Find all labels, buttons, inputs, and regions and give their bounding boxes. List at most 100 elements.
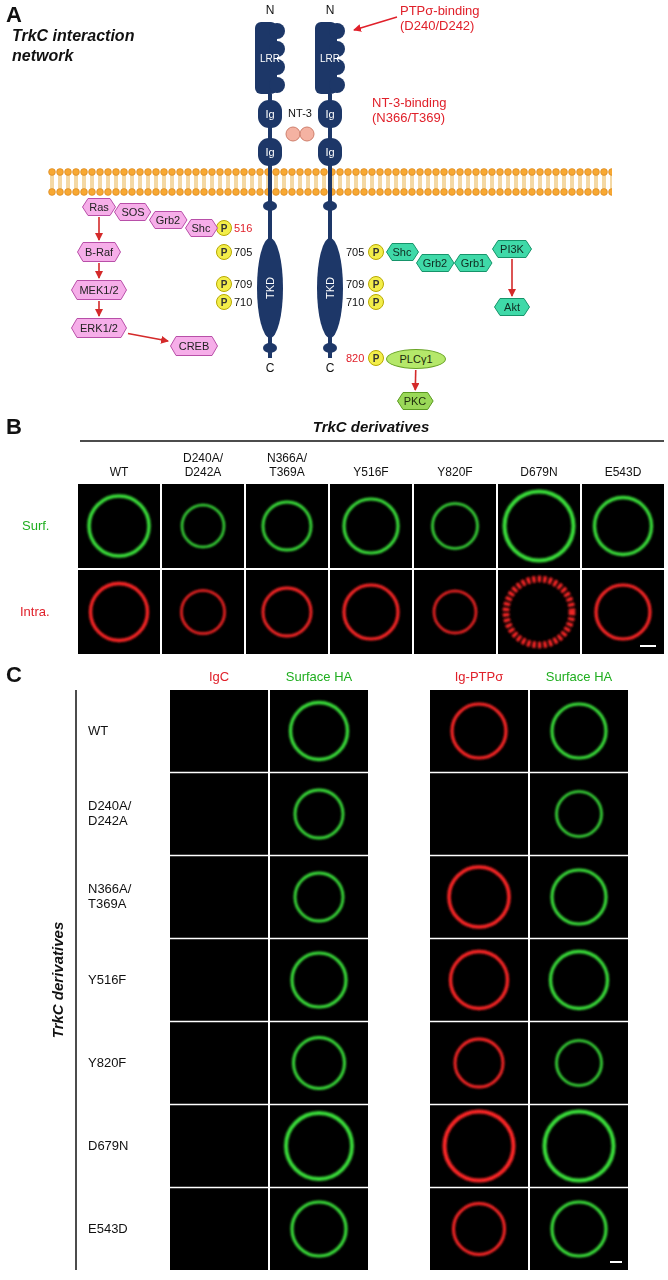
surface-signal [295,790,343,838]
row-label: E543D [88,1222,160,1237]
binding-signal [454,1204,505,1255]
micrograph [430,690,528,1270]
intracellular-signal [506,579,572,645]
micrograph-columns [170,690,628,1270]
hexagon-outline [495,299,530,316]
row-label: D240A/ D242A [88,799,160,829]
residue-number: 710 [346,296,364,309]
surface-signal [263,502,311,550]
mapk-protein: MEK1/2 [71,280,127,300]
pi3k-protein: PI3K [492,240,532,258]
mapk-protein: SOS [114,203,151,221]
intracellular-signal [181,590,224,633]
hexagon-outline [78,243,121,262]
node-text: SOS [121,206,144,218]
cell-signal [89,492,652,646]
row-label: D679N [88,1139,160,1154]
lrr-repeat [269,77,285,93]
column-label: Y820F [426,446,484,480]
residue-number: 820 [346,352,364,365]
pkc-protein: PKC [397,392,434,410]
micrograph [330,484,412,568]
signal-arrow [98,301,100,316]
surface-signal [551,952,608,1009]
ig-domain: Ig [258,100,282,128]
hexagon-outline [416,255,453,272]
node-text: PI3K [500,243,524,255]
micrograph [414,570,496,654]
binding-signal [451,952,508,1009]
residue-number: 705 [234,246,252,259]
mapk-protein: Ras [82,198,116,216]
micrograph [78,570,160,654]
node-text: Akt [504,301,520,313]
lrr-domain: LRR [315,22,345,94]
node-text: B-Raf [85,246,113,258]
micrograph [414,484,496,568]
hexagon-outline [72,281,127,300]
panel-letter: C [6,662,22,687]
node-text: ERK1/2 [80,322,118,334]
node-text: LRR [260,53,280,64]
node-text: Ig [265,108,274,120]
phospho-site: P [216,276,232,292]
panel-letter: B [6,414,22,439]
node-text: Grb2 [423,257,447,269]
phospho-site: P [368,276,384,292]
column-label: D679N [510,446,568,480]
hexagon-outline [397,393,433,410]
signal-arrow [511,259,513,296]
node-text: P [221,279,228,290]
column-label: Y516F [342,446,400,480]
pi3k-protein: Grb1 [454,254,492,272]
node-text: TKD [324,277,336,299]
c-tail-bead [263,343,277,353]
kinase-domain: TKD [257,238,283,338]
binding-signal [455,1039,503,1087]
node-text: P [373,247,380,258]
residue-number: 709 [346,278,364,291]
hexagon-outline [185,220,217,237]
surface-signal [552,1202,606,1256]
site-annotation: NT-3-binding (N366/T369) [372,96,492,126]
row-label: WT [88,724,160,739]
ig-domain: Ig [318,138,342,166]
terminus-label: C [260,362,280,376]
node-text: MEK1/2 [79,284,118,296]
signal-arrow [98,263,100,278]
c-tail-bead [323,343,337,353]
lrr-repeat [269,23,285,39]
residue-number: 516 [234,222,252,235]
header-rule [80,440,664,442]
panel-gaps [170,773,628,1188]
column-label: N366A/ T369A [258,446,316,480]
binding-signal [452,704,506,758]
phospho-site: P [368,350,384,366]
surface-signal [286,1113,352,1179]
binding-signal [445,1112,514,1181]
panel-title: TrkC interaction network [12,26,162,66]
row-label: Y820F [88,1056,160,1071]
phospho-site: P [216,244,232,260]
surface-signal [545,1112,614,1181]
column-label: Ig-PTPσ [431,670,527,685]
micrograph [530,690,628,1270]
surface-signal [344,499,398,553]
terminus-label: N [260,4,280,18]
intracellular-signal [263,588,311,636]
residue-number: 709 [234,278,252,291]
hexagon-outline [83,199,116,216]
pi3k-protein: Akt [494,298,530,316]
phospho-site: P [368,294,384,310]
column-label: D240A/ D242A [174,446,232,480]
scale-bar [640,645,656,647]
hexagon-outline [171,337,218,356]
micrograph [498,484,580,568]
micrograph [246,484,328,568]
node-text: PLCγ1 [399,353,432,365]
surface-signal [595,498,652,555]
surface-signal [295,873,343,921]
micrograph [78,484,160,568]
